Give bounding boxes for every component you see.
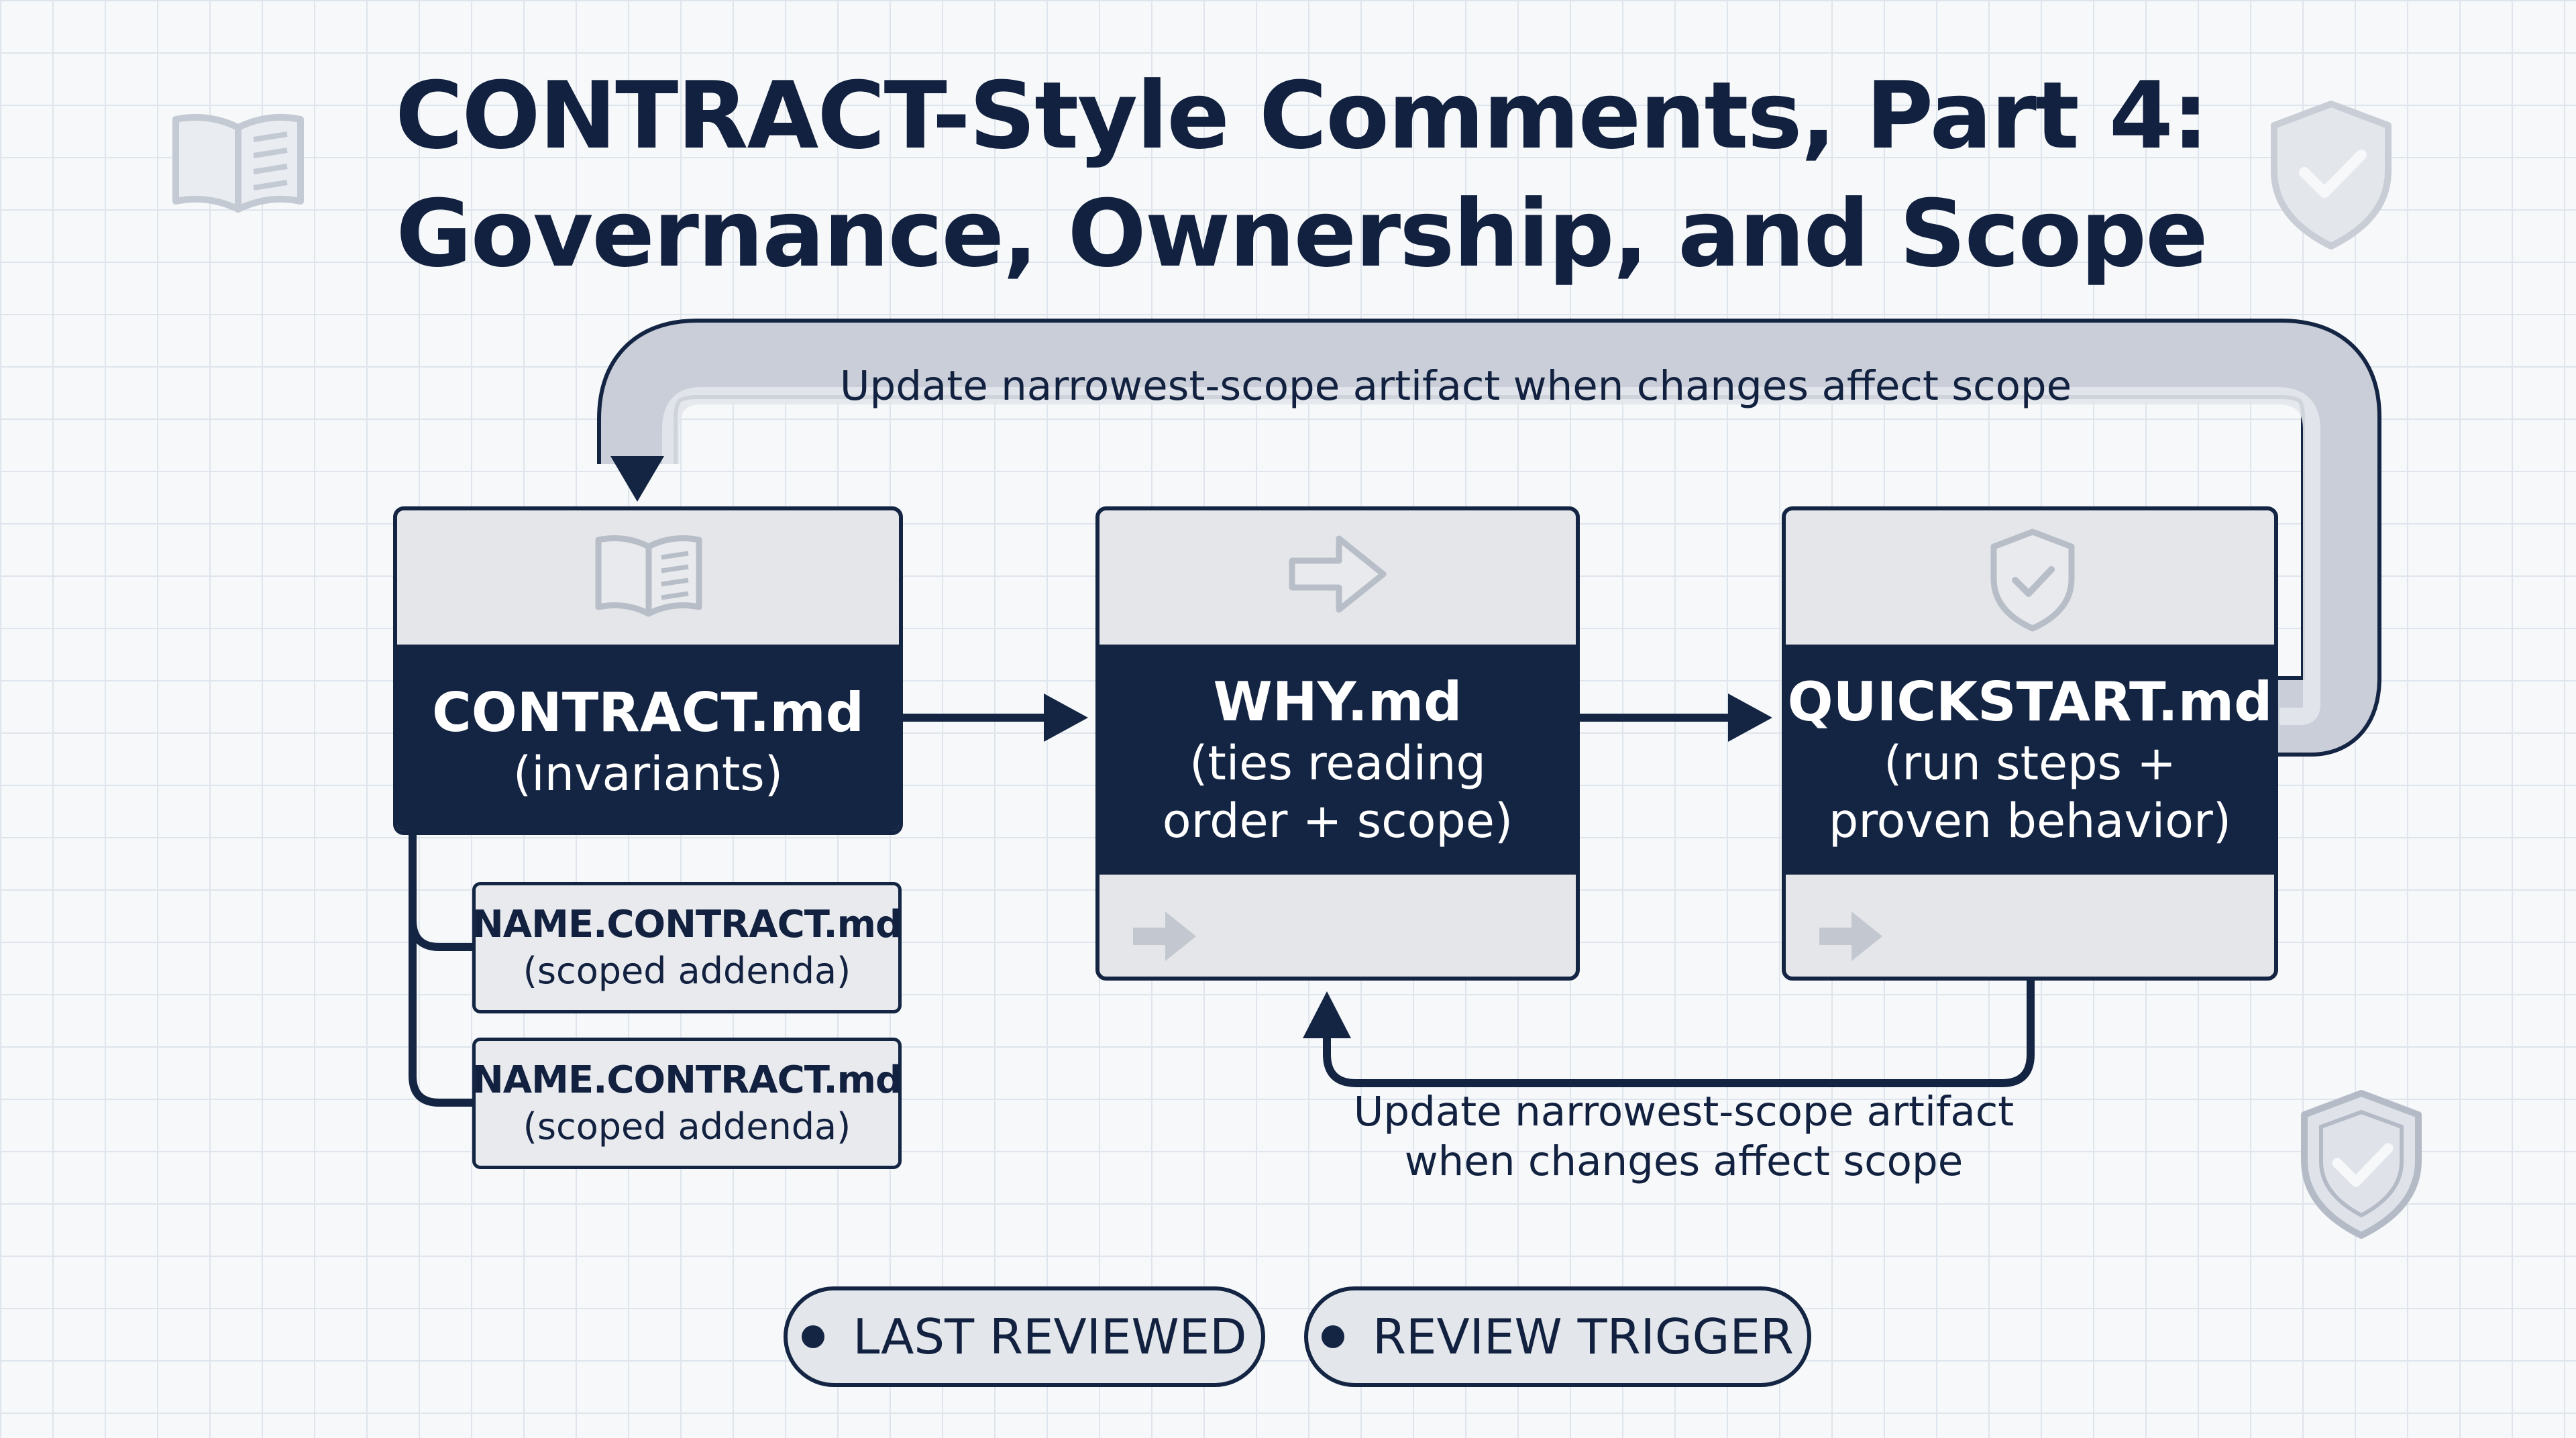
page-subtitle: Governance, Ownership, and Scope bbox=[396, 180, 2208, 288]
addendum-name: NAME.CONTRACT.md bbox=[472, 1058, 902, 1102]
page-title: CONTRACT-Style Comments, Part 4: bbox=[395, 62, 2209, 170]
addendum-name: NAME.CONTRACT.md bbox=[472, 903, 902, 946]
pill-label: LAST REVIEWED bbox=[853, 1309, 1247, 1365]
node-why-desc-2: order + scope) bbox=[1162, 793, 1513, 848]
top-loop-arrow bbox=[597, 319, 2381, 757]
node-contract-desc: (invariants) bbox=[513, 746, 784, 801]
last-reviewed-pill: LAST REVIEWED bbox=[784, 1286, 1265, 1387]
node-quickstart-band: QUICKSTART.md (run steps + proven behavi… bbox=[1786, 645, 2274, 875]
addendum-desc: (scoped addenda) bbox=[523, 1105, 851, 1148]
shield-check-icon bbox=[1990, 529, 2075, 632]
arrow-right-icon bbox=[1819, 911, 1882, 961]
top-loop-label: Update narrowest-scope artifact when cha… bbox=[839, 362, 2072, 410]
arrow-right-icon bbox=[1133, 911, 1196, 961]
node-quickstart: QUICKSTART.md (run steps + proven behavi… bbox=[1782, 506, 2278, 981]
node-why-band: WHY.md (ties reading order + scope) bbox=[1099, 645, 1576, 875]
node-quickstart-name: QUICKSTART.md bbox=[1787, 670, 2273, 733]
addenda-tree-connector bbox=[409, 832, 474, 1107]
node-why-name: WHY.md bbox=[1213, 670, 1462, 733]
node-why-desc-1: (ties reading bbox=[1189, 735, 1486, 791]
node-contract: CONTRACT.md (invariants) bbox=[393, 506, 903, 835]
arrow-right-icon bbox=[1289, 535, 1387, 613]
bullet-dot-icon bbox=[802, 1325, 825, 1348]
node-contract-band: CONTRACT.md (invariants) bbox=[397, 645, 899, 831]
addendum-desc: (scoped addenda) bbox=[523, 950, 851, 992]
bottom-loop-label-1: Update narrowest-scope artifact bbox=[1353, 1088, 2015, 1136]
arrow-why-to-quickstart bbox=[1578, 694, 1772, 742]
review-trigger-pill: REVIEW TRIGGER bbox=[1304, 1286, 1811, 1387]
arrow-contract-to-why bbox=[900, 694, 1088, 742]
node-quickstart-desc-1: (run steps + bbox=[1884, 735, 2176, 791]
pill-label: REVIEW TRIGGER bbox=[1373, 1309, 1794, 1365]
node-quickstart-desc-2: proven behavior) bbox=[1828, 793, 2232, 848]
node-contract-name: CONTRACT.md bbox=[432, 681, 864, 744]
node-why: WHY.md (ties reading order + scope) bbox=[1095, 506, 1580, 981]
shield-check-icon bbox=[2271, 101, 2392, 250]
bottom-loop-label-2: when changes affect scope bbox=[1404, 1138, 1964, 1185]
bullet-dot-icon bbox=[1322, 1325, 1345, 1348]
shield-check-icon bbox=[2301, 1090, 2422, 1239]
book-icon bbox=[595, 535, 702, 617]
addendum-box-1: NAME.CONTRACT.md (scoped addenda) bbox=[472, 882, 902, 1013]
book-icon bbox=[172, 113, 304, 213]
bottom-loop-arrow bbox=[1303, 979, 2035, 1087]
addendum-box-2: NAME.CONTRACT.md (scoped addenda) bbox=[472, 1038, 902, 1169]
